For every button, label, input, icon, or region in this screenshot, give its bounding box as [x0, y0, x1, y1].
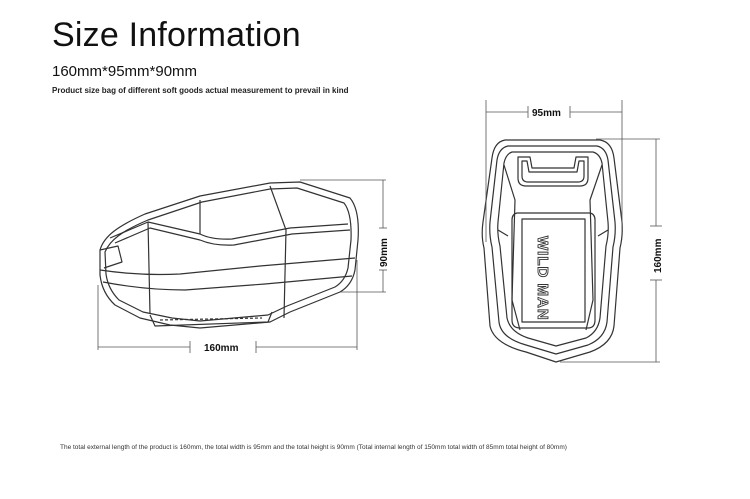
- side-height-dimension: [300, 179, 387, 293]
- top-width-dimension: [485, 100, 623, 242]
- side-length-label: 160mm: [204, 343, 239, 354]
- footer-dimensions-text: The total external length of the product…: [60, 444, 567, 451]
- side-length-dimension: [97, 260, 358, 353]
- side-view-drawing: [99, 181, 359, 329]
- top-length-dimension: [560, 138, 662, 363]
- top-view-drawing: [481, 139, 623, 363]
- brand-logo-text: WILD MAN: [534, 236, 551, 321]
- product-dimensions: 160mm*95mm*90mm: [52, 63, 198, 80]
- top-width-label: 95mm: [532, 108, 561, 119]
- size-note: Product size bag of different soft goods…: [52, 86, 349, 95]
- top-length-label: 160mm: [653, 238, 664, 273]
- side-height-label: 90mm: [379, 238, 390, 267]
- page-title: Size Information: [52, 16, 301, 54]
